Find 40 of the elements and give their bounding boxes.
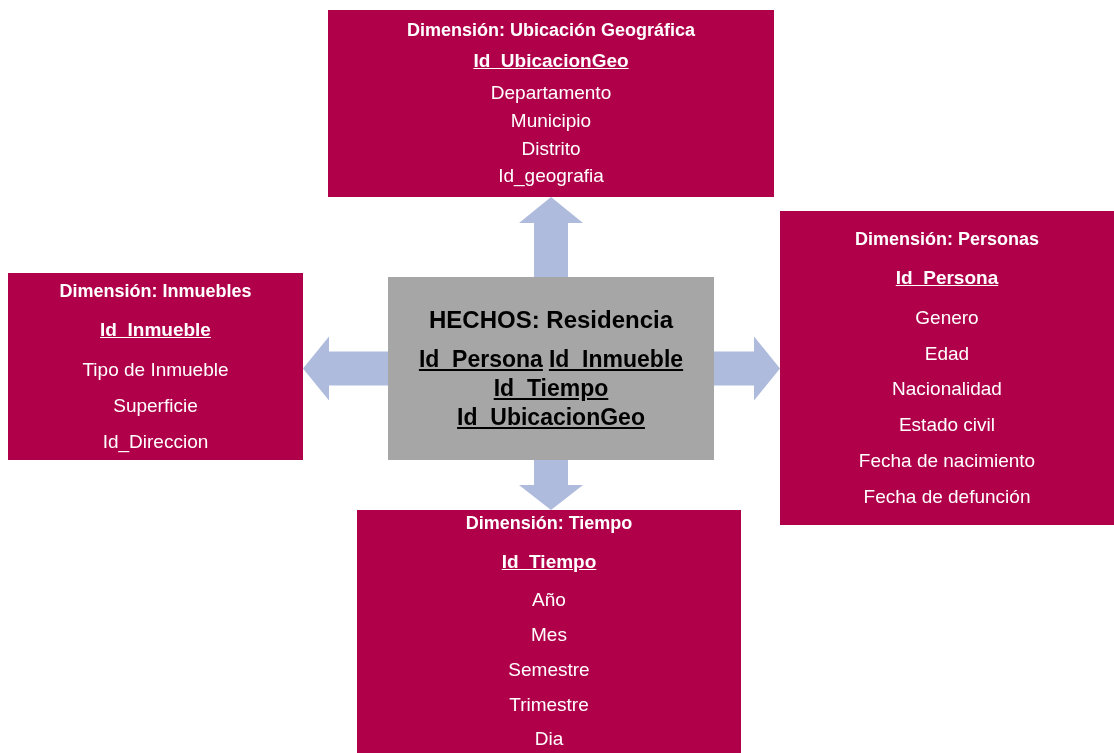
- attribute-text: Trimestre: [509, 692, 589, 717]
- dimension-title: Dimensión: Tiempo: [465, 512, 633, 535]
- foreign-key: Id_Inmueble: [548, 345, 684, 375]
- dimension-table-box: [8, 273, 303, 460]
- foreign-key: Id_UbicacionGeo: [457, 402, 645, 432]
- primary-key: Id_Persona: [895, 266, 999, 290]
- dimension-table-box: [357, 510, 741, 753]
- fact-table-box: [388, 277, 714, 460]
- block-arrow: [303, 336, 388, 401]
- attribute-text: Semestre: [508, 657, 590, 682]
- attribute-text: Id_Direccion: [102, 429, 209, 454]
- block-arrow: [519, 197, 583, 277]
- attribute-text: Dia: [534, 727, 564, 751]
- attribute-text: Superficie: [113, 393, 198, 418]
- primary-key: Id_UbicacionGeo: [473, 49, 629, 74]
- attribute-text: Fecha de defunción: [863, 484, 1031, 509]
- dimension-title: Dimensión: Personas: [854, 227, 1040, 251]
- attribute-text: Edad: [924, 341, 970, 366]
- block-arrow: [714, 336, 780, 401]
- dimension-table-box: [328, 10, 774, 197]
- foreign-key: Id_Persona: [418, 345, 543, 375]
- attribute-text: Mes: [531, 623, 567, 647]
- primary-key: Id_Inmueble: [100, 318, 211, 342]
- dimension-title: Dimensión: Ubicación Geográfica: [406, 18, 696, 42]
- primary-key: Id_Tiempo: [501, 549, 597, 574]
- dimension-table-box: [780, 211, 1114, 525]
- foreign-key: Id_Tiempo: [493, 374, 609, 403]
- attribute-text: Id_geografia: [498, 164, 604, 189]
- attribute-text: Año: [532, 588, 566, 612]
- fact-table-title: HECHOS: Residencia: [428, 305, 674, 336]
- attribute-text: Fecha de nacimiento: [858, 448, 1036, 473]
- attribute-text: Departamento: [490, 81, 612, 105]
- dimension-title: Dimensión: Inmuebles: [59, 279, 252, 303]
- attribute-text: Genero: [915, 305, 979, 330]
- attribute-text: Distrito: [521, 136, 581, 161]
- block-arrow: [519, 460, 583, 510]
- attribute-text: Tipo de Inmueble: [82, 358, 229, 382]
- attribute-text: Municipio: [510, 108, 592, 133]
- attribute-text: Estado civil: [898, 413, 996, 437]
- attribute-text: Nacionalidad: [892, 377, 1002, 402]
